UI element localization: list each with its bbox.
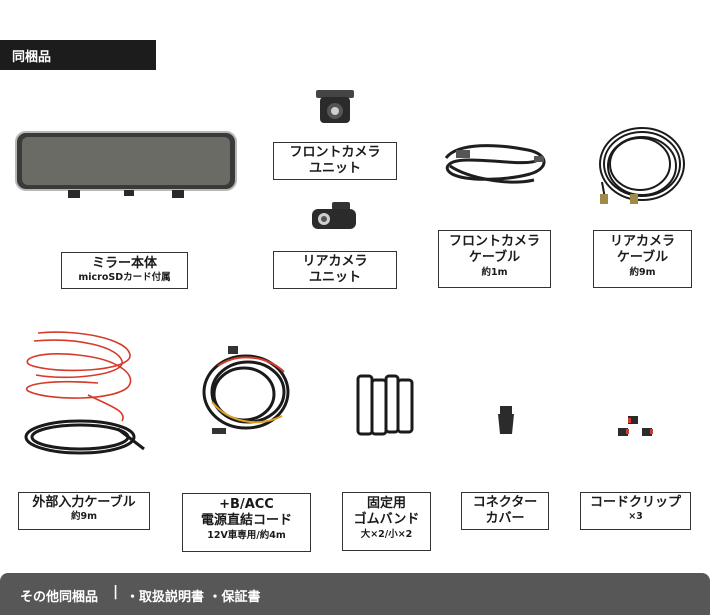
label-external-input-cable: 外部入力ケーブル 約9m	[18, 492, 150, 530]
label-rubber-bands: 固定用 ゴムバンド 大×2/小×2	[342, 492, 431, 551]
label-front-camera-unit: フロントカメラ ユニット	[273, 142, 397, 180]
connector-cover-image	[498, 406, 514, 434]
footer-items: ・取扱説明書 ・保証書	[126, 590, 261, 605]
rubber-bands-image	[356, 374, 414, 436]
cord-clips-image	[618, 416, 653, 436]
other-included-items-footer: その他同梱品 | ・取扱説明書 ・保証書	[0, 573, 710, 615]
label-connector-cover: コネクター カバー	[461, 492, 549, 530]
rear-camera-unit-image	[312, 202, 356, 229]
front-camera-cable-image	[444, 144, 546, 184]
external-input-cable-image	[24, 331, 145, 455]
footer-title: その他同梱品	[20, 590, 99, 605]
label-mirror-body: ミラー本体 microSDカード付属	[61, 252, 188, 289]
section-header: 同梱品	[0, 40, 156, 70]
label-cord-clips: コードクリップ ×3	[580, 492, 691, 530]
label-rear-camera-cable: リアカメラ ケーブル 約9m	[593, 230, 692, 288]
footer-separator: |	[113, 584, 119, 600]
label-power-cable: +B/ACC 電源直結コード 12V車専用/約4m	[182, 493, 311, 552]
section-header-label: 同梱品	[12, 50, 52, 65]
power-cable-image	[202, 346, 290, 434]
label-rear-camera-unit: リアカメラ ユニット	[273, 251, 397, 289]
label-front-camera-cable: フロントカメラ ケーブル 約1m	[438, 230, 551, 288]
mirror-body-image	[15, 131, 237, 198]
rear-camera-cable-image	[599, 127, 685, 205]
front-camera-unit-image	[316, 90, 354, 123]
